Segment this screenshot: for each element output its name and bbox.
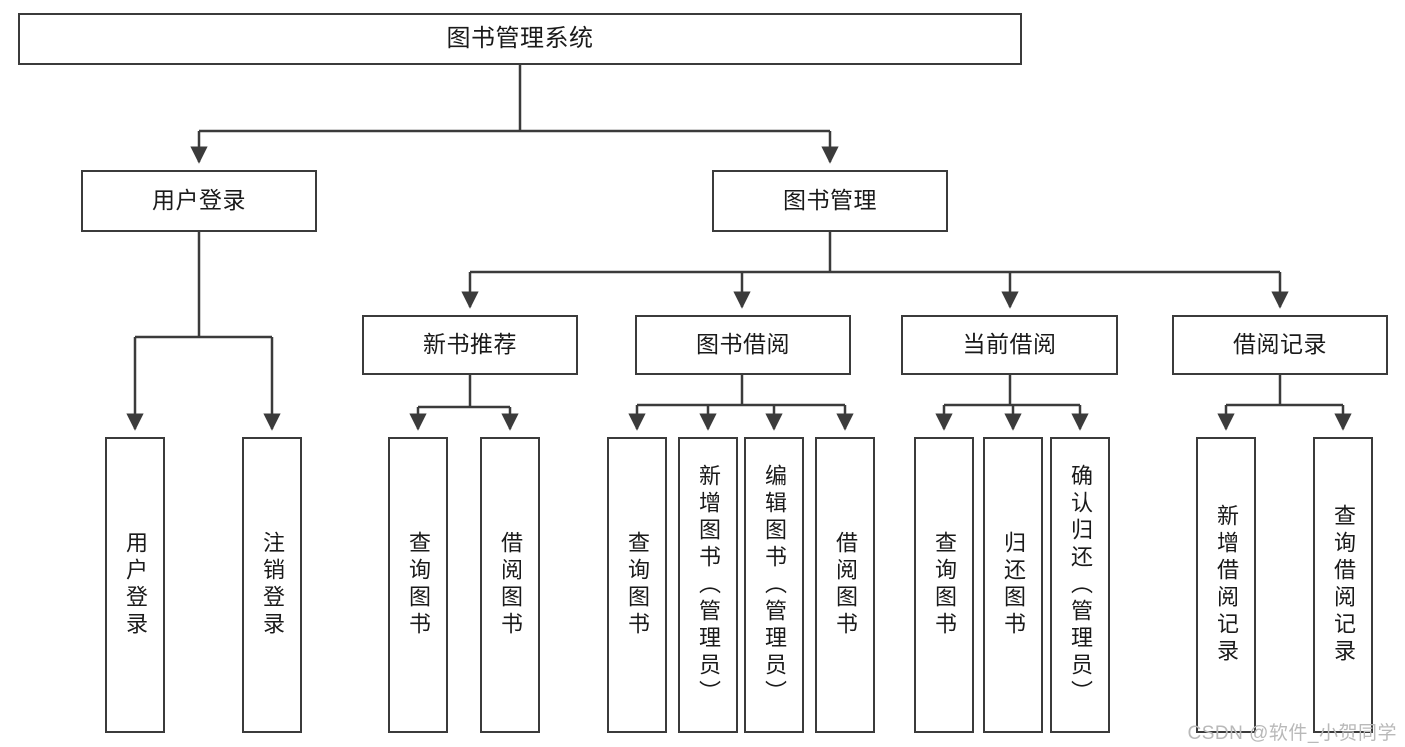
- leaf-borrow-record-query[interactable]: 查询借阅记录: [1313, 437, 1373, 733]
- node-label: 借阅记录: [1233, 331, 1327, 358]
- leaf-book-borrow-query[interactable]: 查询图书: [607, 437, 667, 733]
- node-label: 当前借阅: [962, 331, 1057, 358]
- node-user-login[interactable]: 用户登录: [81, 170, 317, 232]
- node-label: 图书管理系统: [446, 24, 594, 52]
- leaf-new-book-query[interactable]: 查询图书: [388, 437, 448, 733]
- node-book-management[interactable]: 图书管理: [712, 170, 948, 232]
- node-label: 查询图书: [624, 531, 650, 639]
- node-label: 编辑图书（管理员）: [761, 463, 787, 707]
- leaf-book-borrow-borrow[interactable]: 借阅图书: [815, 437, 875, 733]
- leaf-new-book-borrow[interactable]: 借阅图书: [480, 437, 540, 733]
- leaf-user-login-login[interactable]: 用户登录: [105, 437, 165, 733]
- leaf-current-borrow-query[interactable]: 查询图书: [914, 437, 974, 733]
- node-new-book-recommend[interactable]: 新书推荐: [362, 315, 578, 375]
- leaf-current-borrow-confirm-return[interactable]: 确认归还（管理员）: [1050, 437, 1110, 733]
- node-label: 查询借阅记录: [1330, 504, 1356, 666]
- leaf-current-borrow-return[interactable]: 归还图书: [983, 437, 1043, 733]
- node-label: 用户登录: [122, 531, 148, 639]
- node-current-borrow[interactable]: 当前借阅: [901, 315, 1118, 375]
- node-label: 借阅图书: [497, 531, 523, 639]
- node-label: 查询图书: [931, 531, 957, 639]
- node-borrow-record[interactable]: 借阅记录: [1172, 315, 1388, 375]
- node-root-book-management-system[interactable]: 图书管理系统: [18, 13, 1022, 65]
- node-label: 图书借阅: [696, 331, 790, 358]
- node-label: 新增借阅记录: [1213, 504, 1239, 666]
- node-label: 新书推荐: [423, 331, 517, 358]
- node-label: 注销登录: [259, 531, 285, 639]
- node-label: 查询图书: [405, 531, 431, 639]
- leaf-book-borrow-edit[interactable]: 编辑图书（管理员）: [744, 437, 804, 733]
- node-label: 确认归还（管理员）: [1067, 463, 1093, 707]
- node-label: 图书管理: [783, 187, 877, 214]
- node-label: 用户登录: [152, 187, 246, 214]
- node-label: 借阅图书: [832, 531, 858, 639]
- node-book-borrow[interactable]: 图书借阅: [635, 315, 851, 375]
- leaf-book-borrow-add[interactable]: 新增图书（管理员）: [678, 437, 738, 733]
- leaf-borrow-record-add[interactable]: 新增借阅记录: [1196, 437, 1256, 733]
- node-label: 归还图书: [1000, 531, 1026, 639]
- leaf-user-login-logout[interactable]: 注销登录: [242, 437, 302, 733]
- node-label: 新增图书（管理员）: [695, 463, 721, 707]
